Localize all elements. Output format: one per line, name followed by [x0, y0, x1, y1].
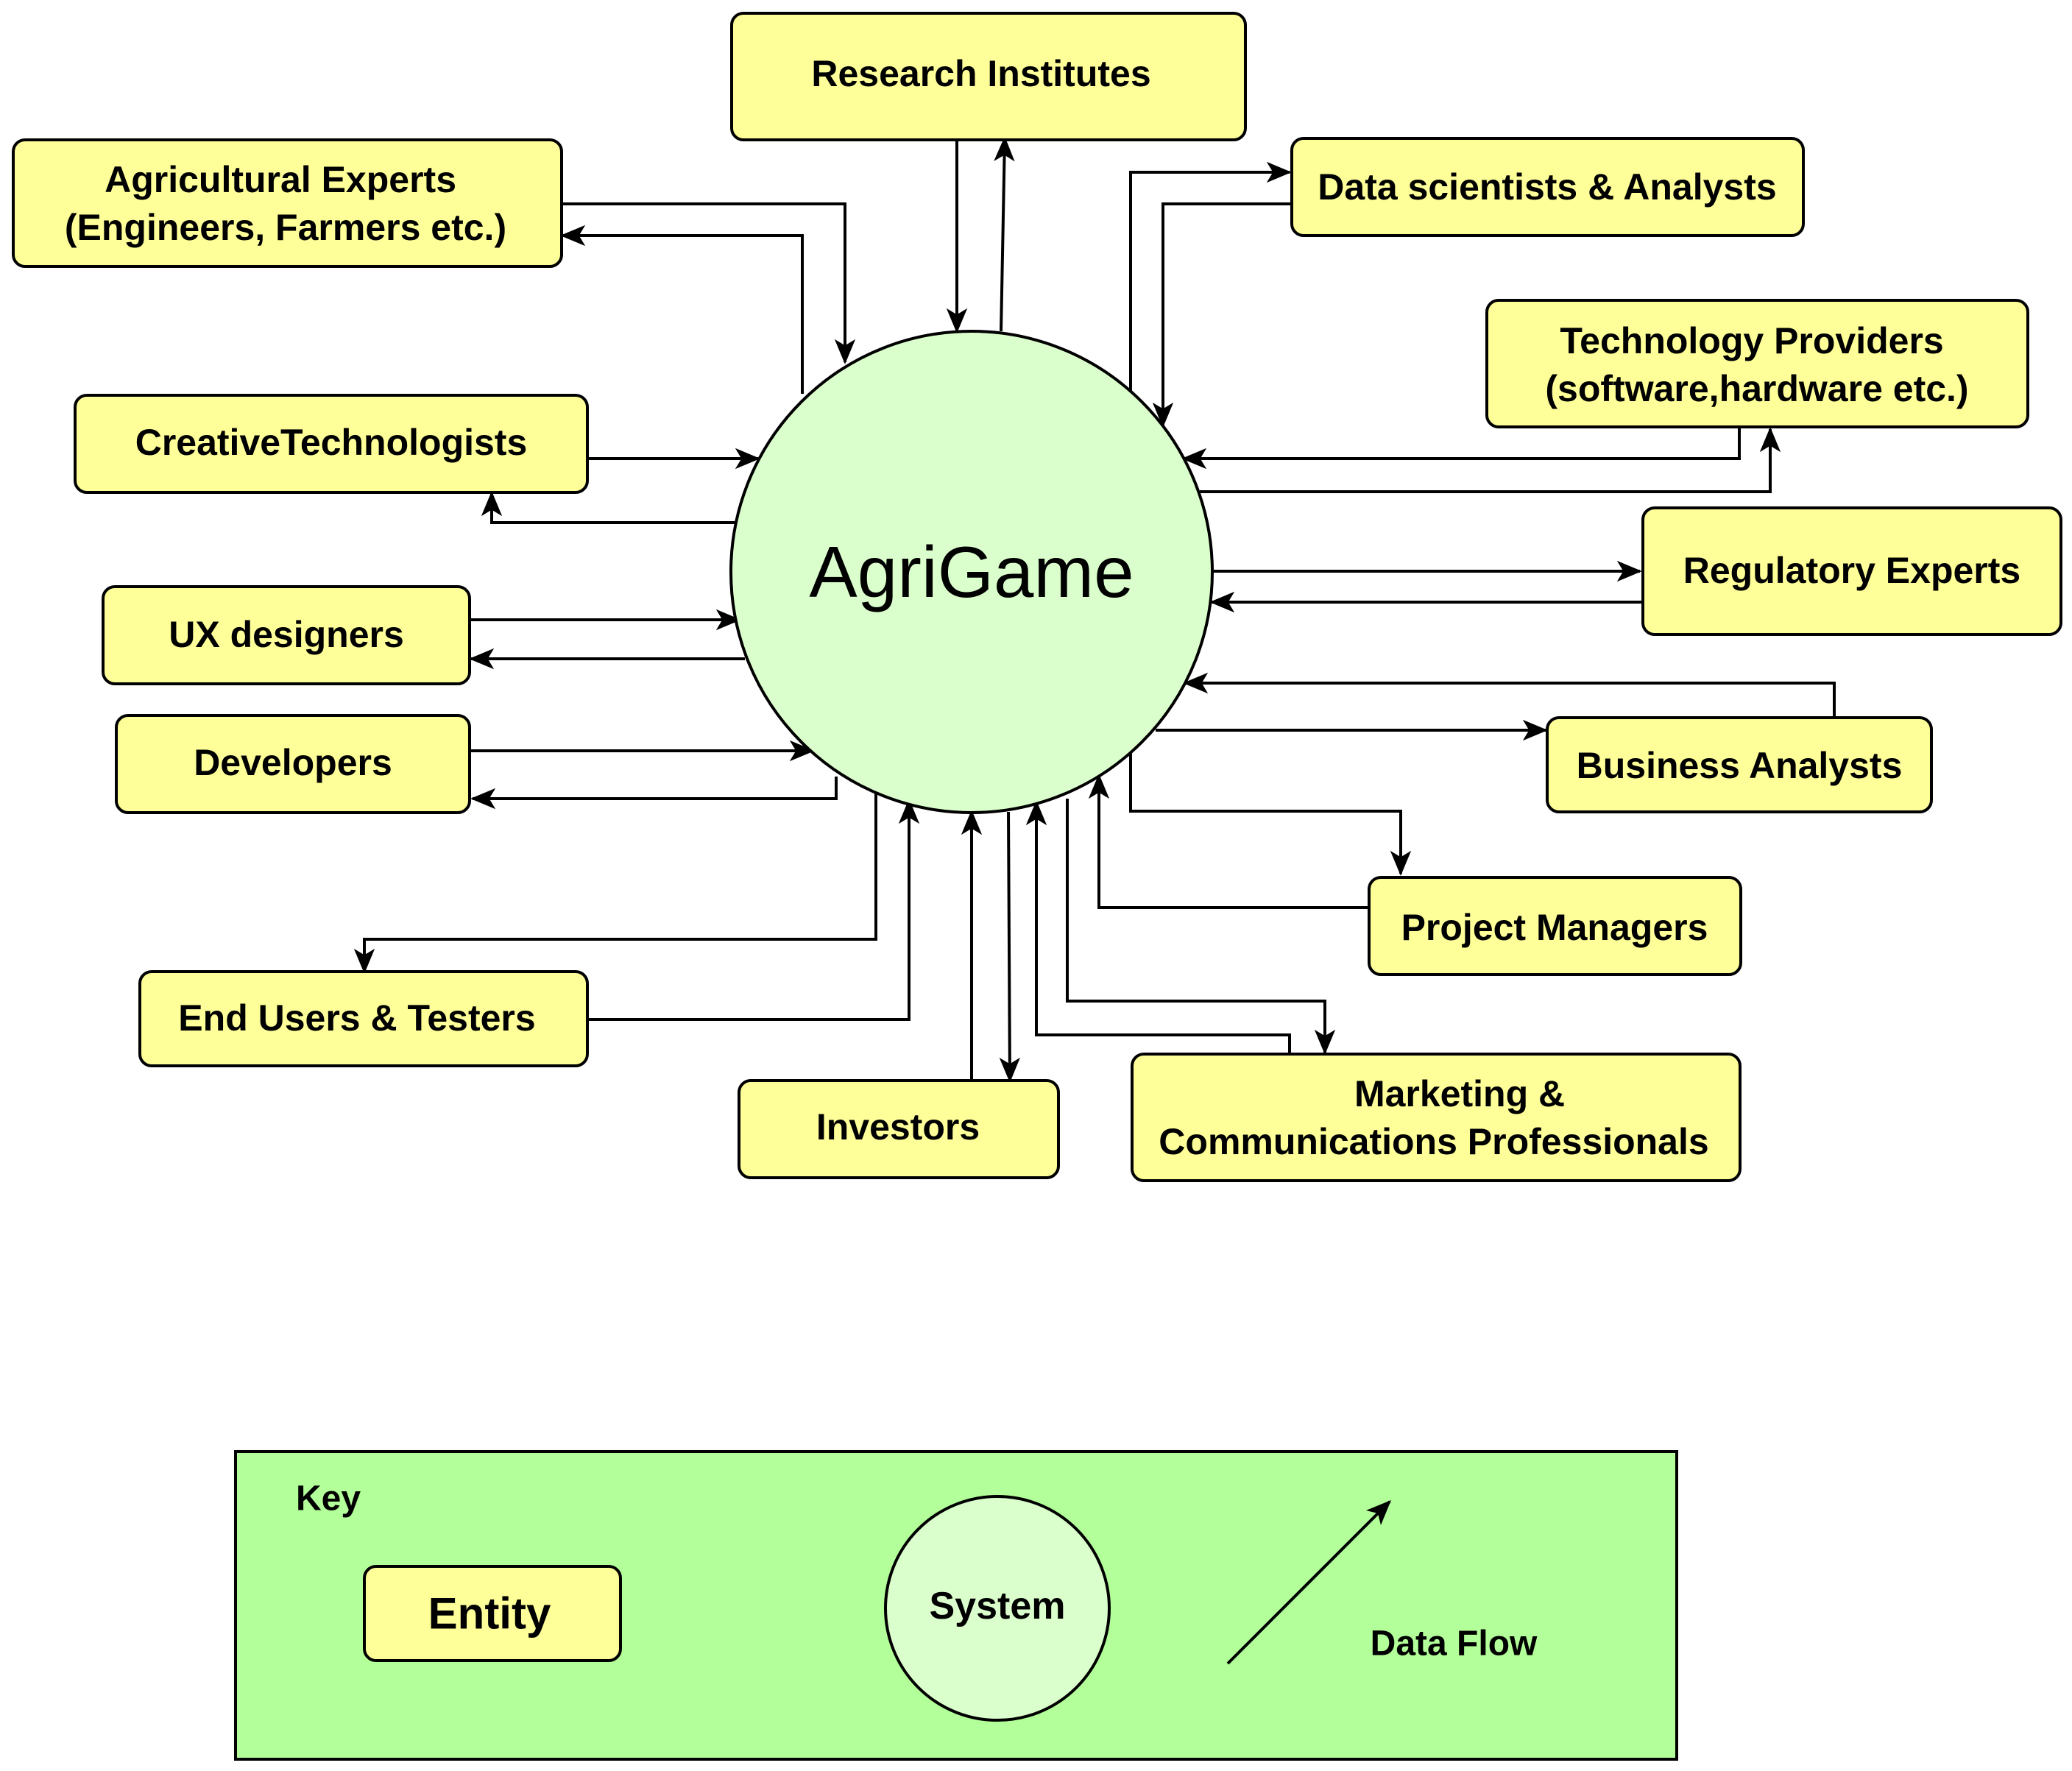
legend-system: System: [884, 1495, 1111, 1722]
entity-business-analysts: Business Analysts: [1546, 716, 1933, 813]
flow-system-to-agri: [560, 225, 804, 394]
entity-label: Marketing &: [1354, 1073, 1565, 1114]
entity-label: Business Analysts: [1577, 745, 1903, 786]
svg-text:Marketing & Communicatio: Marketing & Communications Professionals: [1159, 1073, 1708, 1162]
flow-datasci-to-system: [1152, 202, 1292, 428]
flow-agri-to-system: [562, 202, 856, 364]
entity-label-line2: (software,hardware etc.): [1545, 368, 1968, 409]
entity-label: End Users & Testers: [178, 997, 535, 1039]
entity-ux-designers: UX designers: [102, 585, 471, 685]
flow-system-to-datasci: [1129, 161, 1292, 394]
flow-system-to-research: [994, 136, 1015, 332]
entity-label-line2: (Engineers, Farmers etc.): [65, 207, 506, 248]
flow-mkt-to-system: [1025, 800, 1291, 1054]
entity-technology-providers: Technology Providers (software,hardware …: [1485, 299, 2029, 428]
entity-label-line2: Communications Professionals: [1159, 1121, 1708, 1162]
legend-title: Key: [296, 1480, 361, 1519]
flow-system-to-inv: [999, 811, 1020, 1083]
svg-text:Business Analysts: Business Analysts: [1577, 745, 1903, 786]
entity-label: Research Institutes: [811, 53, 1150, 94]
entity-label: UX designers: [169, 614, 404, 655]
legend-entity-label: Entity: [428, 1589, 551, 1639]
svg-text:Developers: Developers: [194, 742, 392, 783]
entity-label: CreativeTechnologists: [135, 422, 528, 463]
entity-label: Developers: [194, 742, 392, 783]
flow-pm-to-system: [1088, 774, 1369, 909]
entity-label: Agricultural Experts: [105, 159, 456, 200]
legend-system-label: System: [930, 1585, 1066, 1627]
svg-text:Data scientists & Analysts: Data scientists & Analysts: [1318, 166, 1776, 208]
entity-project-managers: Project Managers: [1368, 876, 1742, 976]
svg-text:Project Managers: Project Managers: [1401, 907, 1708, 948]
entity-agricultural-experts: Agricultural Experts (Engineers, Farmers…: [12, 138, 563, 268]
entity-end-users-testers: End Users & Testers: [138, 970, 589, 1067]
flow-tech-to-system: [1181, 427, 1741, 470]
svg-text:Investors: Investors: [816, 1106, 980, 1148]
entity-regulatory-experts: Regulatory Experts: [1641, 506, 2062, 636]
flow-system-to-tech: [1200, 427, 1781, 493]
flow-biz-to-system: [1183, 672, 1836, 718]
flow-system-to-pm: [1129, 740, 1412, 876]
legend-entity: Entity: [363, 1565, 622, 1662]
svg-text:CreativeTechnologists: CreativeTechnologists: [135, 422, 528, 463]
legend: Key Entity System Data Flow: [234, 1450, 1678, 1761]
svg-text:End Users & Testers: End Users & Testers: [178, 997, 535, 1039]
entity-marketing-communications: Marketing & Communications Professionals: [1131, 1053, 1742, 1182]
entity-creative-technologists: CreativeTechnologists: [74, 394, 589, 494]
svg-text:UX designers: UX designers: [169, 614, 404, 655]
entity-research-institutes: Research Institutes: [730, 12, 1247, 141]
entity-developers: Developers: [115, 714, 471, 814]
entity-label: Project Managers: [1401, 907, 1708, 948]
legend-flow-label: Data Flow: [1371, 1625, 1538, 1664]
flow-system-to-end: [353, 788, 877, 974]
entity-investors: Investors: [738, 1079, 1060, 1179]
flow-system-to-dev: [470, 777, 838, 810]
svg-text:Research Institutes: Research Institutes: [811, 53, 1150, 94]
flow-end-to-system: [587, 799, 920, 1021]
entity-data-scientists: Data scientists & Analysts: [1290, 137, 1805, 237]
entity-label: Regulatory Experts: [1683, 550, 2020, 591]
system-label: AgriGame: [809, 531, 1134, 612]
legend-arrow-icon: [1226, 1499, 1392, 1665]
entity-label: Technology Providers: [1560, 320, 1943, 361]
data-flows: [353, 136, 1836, 1083]
entity-label: Data scientists & Analysts: [1318, 166, 1776, 208]
svg-text:Agricultural Experts (En: Agricultural Experts (Engineers, Farmers…: [65, 159, 506, 248]
system-node: AgriGame: [729, 330, 1214, 814]
legend-data-flow: Data Flow: [1226, 1499, 1538, 1665]
flow-system-to-creative: [481, 491, 736, 524]
flow-system-to-mkt: [1066, 799, 1336, 1055]
svg-text:Technology Providers (so: Technology Providers (software,hardware …: [1545, 320, 1968, 409]
entity-label: Investors: [816, 1106, 980, 1148]
svg-text:Regulatory Experts: Regulatory Experts: [1683, 550, 2020, 591]
